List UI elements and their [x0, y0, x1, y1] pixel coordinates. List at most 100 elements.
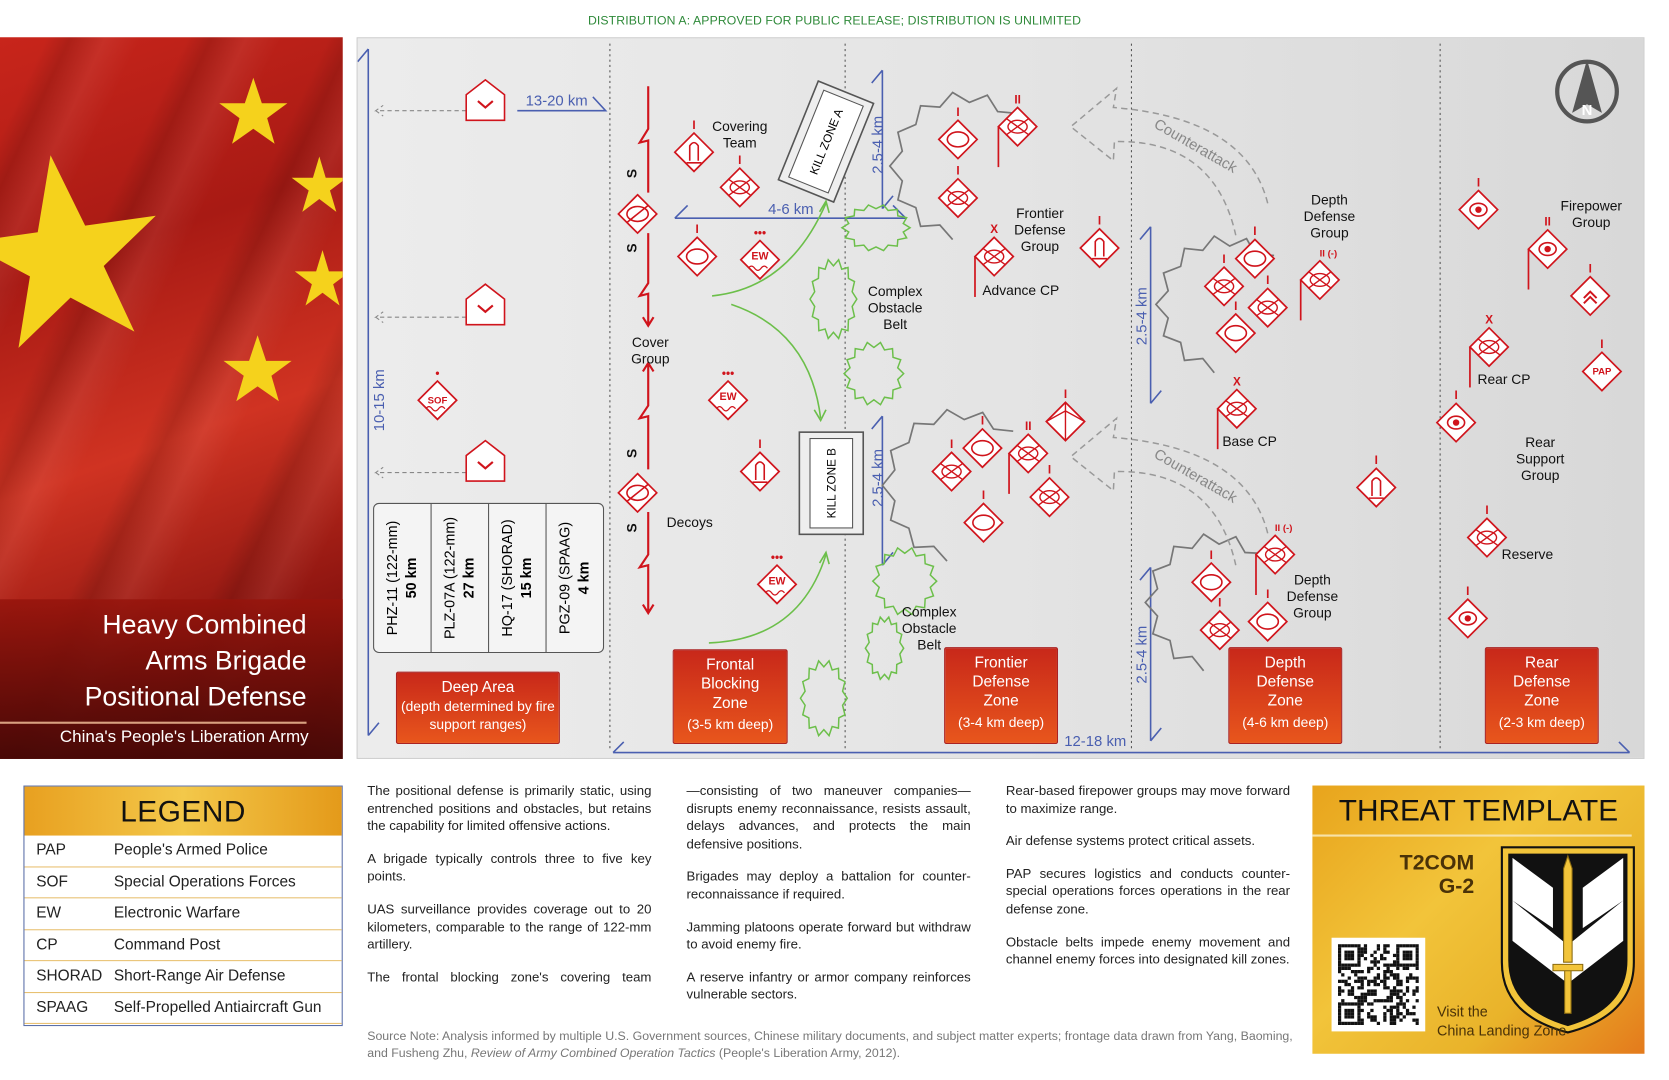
qr-module: [1396, 1002, 1400, 1006]
screen-mark: S: [624, 523, 640, 532]
qr-module: [1370, 1002, 1374, 1006]
qr-module: [1402, 1015, 1406, 1019]
qr-module: [1383, 1005, 1387, 1009]
legend-definition: Special Operations Forces: [113, 873, 296, 891]
distribution-statement: DISTRIBUTION A: APPROVED FOR PUBLIC RELE…: [587, 14, 1082, 28]
artillery-dot: [1475, 206, 1482, 213]
unit-symbol-x: I: [1247, 274, 1289, 328]
dimension-line: [1139, 226, 1162, 404]
qr-module: [1357, 947, 1361, 951]
unit-symbol-sof: SOF•: [417, 367, 458, 421]
unit-diamond: [676, 236, 718, 277]
qr-module: [1396, 966, 1400, 971]
qr-module: [1389, 999, 1393, 1003]
armor-oval: [1213, 279, 1235, 294]
qr-module: [1389, 992, 1393, 996]
qr-module: [1350, 953, 1355, 958]
qr-module: [1337, 947, 1342, 951]
unit-diamond: [937, 119, 979, 160]
unit-symbol-chev: I: [1569, 262, 1611, 317]
unit-diamond: [1190, 561, 1232, 603]
legend-title: LEGEND: [24, 786, 342, 836]
qr-module: [1376, 944, 1381, 948]
qr-module: [1396, 979, 1400, 983]
qr-module: [1399, 944, 1403, 948]
qr-module: [1357, 979, 1361, 983]
qr-module: [1357, 960, 1361, 964]
qr-module: [1392, 986, 1397, 990]
qr-module: [1363, 995, 1368, 1000]
echelon-mark: II (-): [1320, 249, 1338, 260]
screen-line-south: [637, 360, 655, 616]
qr-module: [1389, 963, 1393, 967]
qr-module: [1386, 976, 1390, 980]
qr-module: [1405, 944, 1410, 948]
base-cp-label: Base CP: [1222, 433, 1277, 449]
qr-module: [1412, 1018, 1416, 1022]
qr-module: [1402, 966, 1406, 971]
unit-symbol-oval: I: [1247, 588, 1289, 642]
qr-module: [1357, 976, 1361, 980]
air-defense-glyph: [1092, 237, 1107, 260]
qr-module: [1415, 966, 1419, 971]
echelon-mark: X: [1485, 314, 1493, 327]
unit-symbol-x: I: [1029, 464, 1070, 518]
qr-module: [1370, 989, 1374, 993]
qr-module: [1341, 999, 1345, 1003]
qr-module: [1341, 966, 1345, 971]
obstacle-belt: [843, 341, 905, 406]
qr-module: [1337, 957, 1342, 961]
unit-symbol-oval: I: [1215, 300, 1257, 354]
screen-mark: S: [624, 243, 640, 252]
qr-module: [1392, 963, 1397, 967]
unit-diamond: [756, 563, 798, 605]
weapon-name: PHZ-11 (122-mm): [385, 521, 401, 636]
qr-module: [1363, 947, 1368, 951]
threat-template-title: THREAT TEMPLATE: [1338, 794, 1619, 828]
echelon-mark: II: [1025, 420, 1032, 433]
qr-module: [1405, 950, 1410, 954]
qr-module: [1360, 992, 1364, 996]
armor-oval: [1017, 446, 1039, 461]
echelon-mark: II: [1014, 93, 1020, 106]
qr-module: [1396, 957, 1400, 961]
unit-symbol-dot: II: [1527, 216, 1569, 290]
unit-symbol-x: X: [1468, 314, 1510, 388]
qr-module: [1373, 960, 1377, 964]
kill-zone-b-inner: [809, 438, 854, 529]
reserve-label: Reserve: [1502, 546, 1554, 562]
north-arrow-icon: N: [1555, 59, 1619, 124]
uas-icon: [465, 78, 506, 122]
qr-code-image[interactable]: [1331, 937, 1426, 1032]
qr-module: [1383, 973, 1387, 977]
unit-symbol-x: II (-): [1254, 523, 1296, 595]
unit-symbol-ad: I: [673, 119, 715, 173]
unit-diamond: [1355, 467, 1397, 508]
qr-module: [1405, 999, 1410, 1003]
zone-depth: (2-3 km deep): [1498, 714, 1585, 731]
qr-module: [1373, 963, 1377, 967]
qr-module: [1337, 986, 1342, 990]
qr-module: [1405, 953, 1410, 958]
qr-module: [1376, 982, 1381, 987]
unit-symbol-uas: [465, 78, 506, 122]
depth-defense-group-label: Group: [1293, 604, 1332, 620]
armor-oval: [626, 484, 650, 502]
dimension-label: 2.5-4 km: [1134, 626, 1150, 684]
qr-module: [1357, 963, 1361, 967]
legend-definition: Command Post: [113, 936, 221, 954]
qr-module: [1376, 947, 1381, 951]
uas-coverage-arrow: [374, 311, 467, 323]
unit-symbol-ew: EW•••: [756, 551, 798, 605]
text-column-3: Rear-based firepower groups may move for…: [1005, 783, 1291, 967]
armor-oval: [1257, 300, 1278, 315]
qr-module: [1383, 982, 1387, 987]
echelon-mark: I: [981, 415, 984, 428]
echelon-mark: •••: [771, 551, 783, 564]
qr-module: [1360, 979, 1364, 983]
chevron-glyph: [1583, 290, 1598, 305]
qr-module: [1412, 963, 1416, 967]
